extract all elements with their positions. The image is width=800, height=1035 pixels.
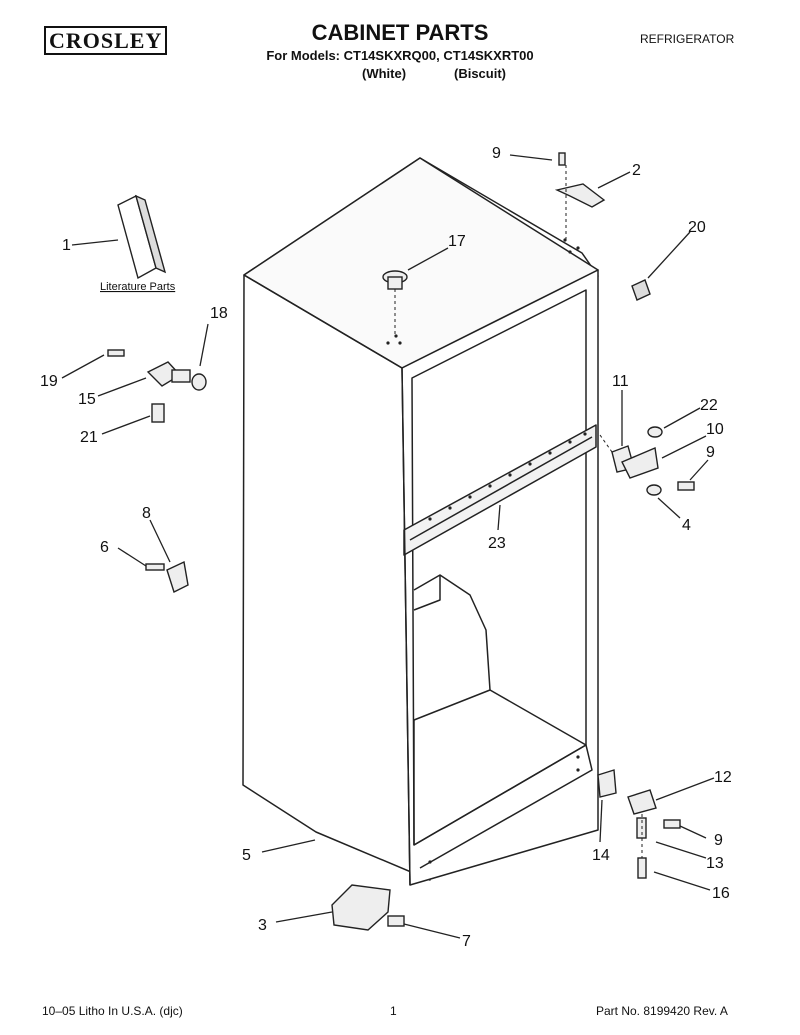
part-number: Part No. 8199420 Rev. A <box>596 1004 728 1018</box>
callout-14: 14 <box>592 847 610 864</box>
callout-4: 4 <box>682 517 691 534</box>
page-title: CABINET PARTS <box>311 20 489 45</box>
callout-21: 21 <box>80 429 98 446</box>
models-line: For Models: CT14SKXRQ00, CT14SKXRT00 <box>266 48 534 63</box>
variant-white: (White) <box>362 66 407 81</box>
callout-7: 7 <box>462 933 471 950</box>
callout-15: 15 <box>78 391 96 408</box>
callout-3: 3 <box>258 917 267 934</box>
callout-1: 1 <box>62 237 71 254</box>
print-info: 10–05 Litho In U.S.A. (djc) <box>42 1004 183 1018</box>
callout-9-bottom: 9 <box>714 832 723 849</box>
callout-22: 22 <box>700 397 718 414</box>
callout-8: 8 <box>142 505 151 522</box>
callout-20: 20 <box>688 219 706 236</box>
literature-parts-label: Literature Parts <box>100 281 176 293</box>
callout-16: 16 <box>712 885 730 902</box>
variant-biscuit: (Biscuit) <box>454 66 506 81</box>
callout-11: 11 <box>612 373 629 390</box>
callout-6: 6 <box>100 539 109 556</box>
page-number: 1 <box>390 1004 397 1018</box>
callout-5: 5 <box>242 847 251 864</box>
callout-2: 2 <box>632 162 641 179</box>
callout-9-top: 9 <box>492 145 501 162</box>
callout-18: 18 <box>210 305 228 322</box>
callout-17: 17 <box>448 233 466 250</box>
brand-logo: CROSLEY <box>44 26 168 55</box>
appliance-category: REFRIGERATOR <box>640 32 735 46</box>
callout-12: 12 <box>714 769 732 786</box>
callout-10: 10 <box>706 421 724 438</box>
callout-23: 23 <box>488 535 506 552</box>
callout-13: 13 <box>706 855 724 872</box>
callout-9-middle: 9 <box>706 444 715 461</box>
callout-19: 19 <box>40 373 58 390</box>
